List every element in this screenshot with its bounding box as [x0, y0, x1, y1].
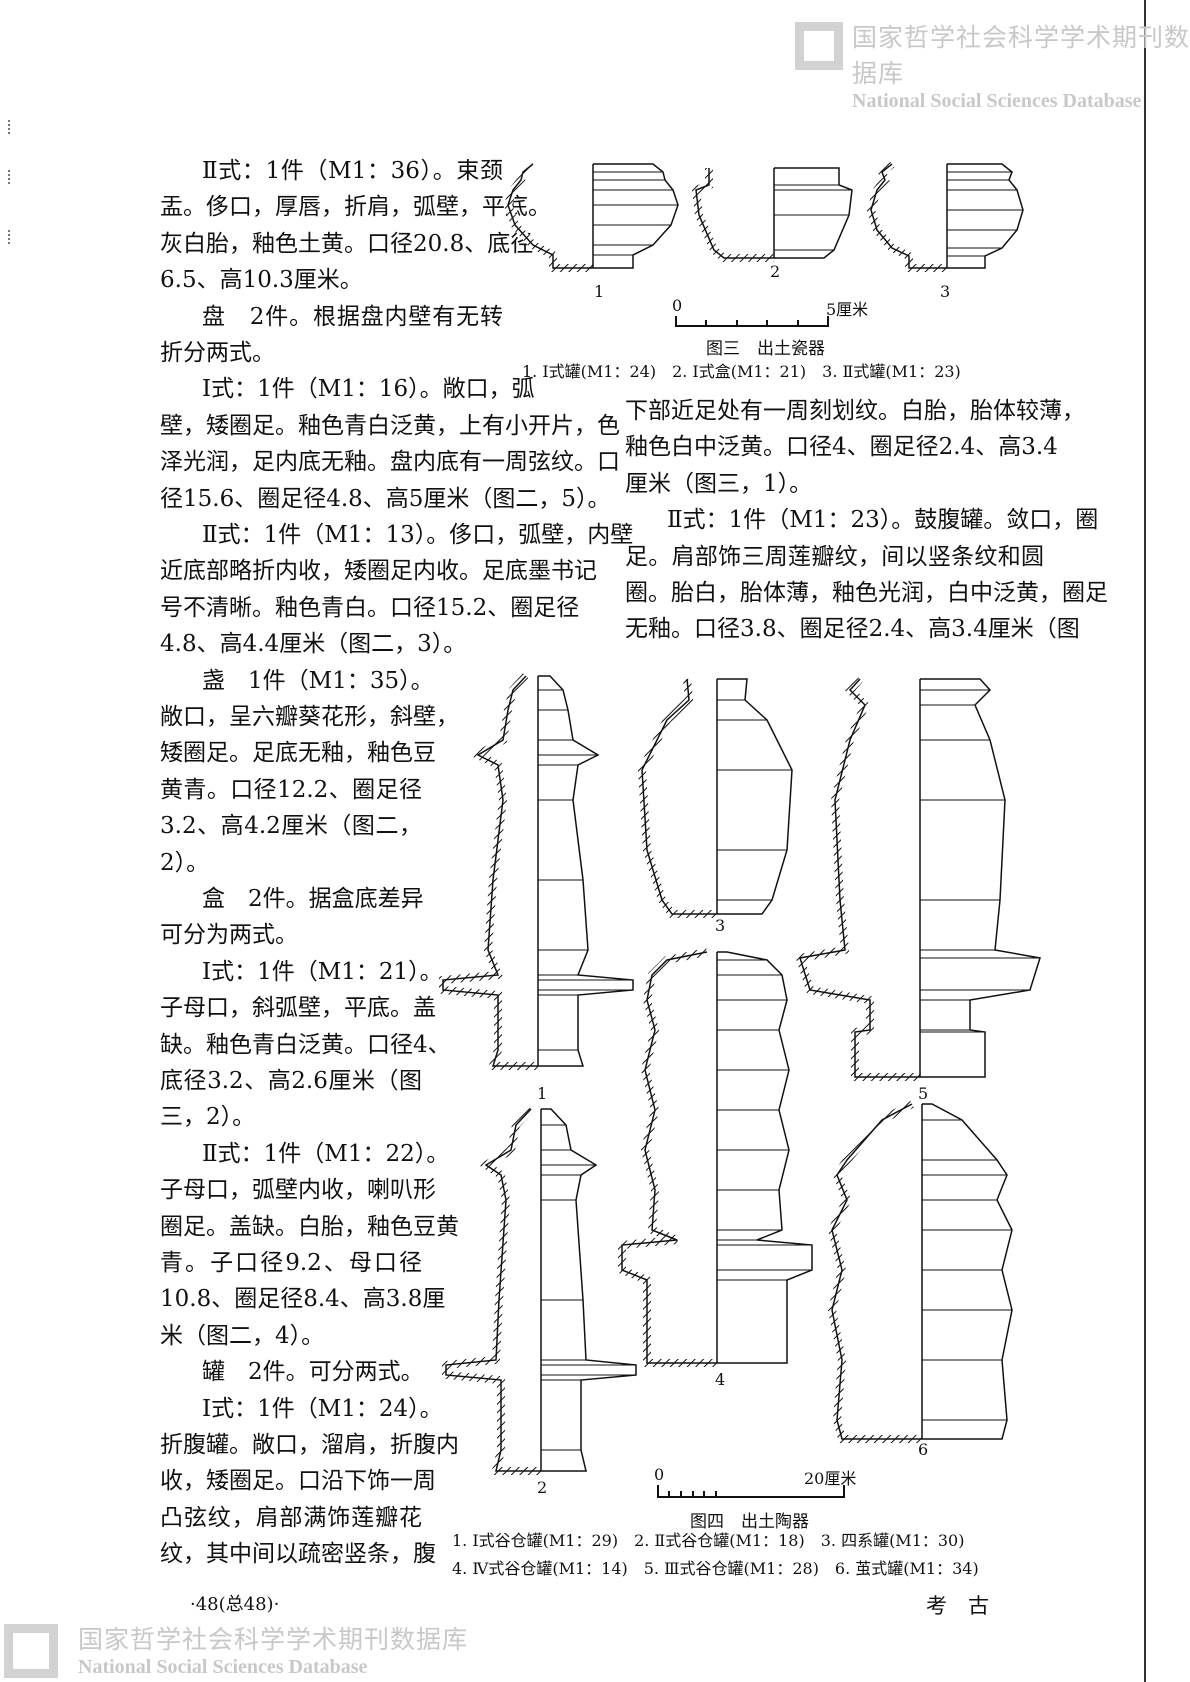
- paragraph-line: 收，矮圈足。口沿下饰一周: [160, 1468, 436, 1494]
- paragraph-line: 径15.6、圈足径4.8、高5厘米（图二，5）。: [160, 486, 611, 512]
- margin-mark: [8, 230, 12, 244]
- figure4-caption-line1: 1. Ⅰ式谷仓罐(M1：29) 2. Ⅱ式谷仓罐(M1：18) 3. 四系罐(M…: [452, 1531, 965, 1550]
- figure4-number: 4: [715, 1370, 726, 1389]
- figure4-vessel-5: [794, 676, 1041, 1081]
- paragraph-line: 足。肩部饰三周莲瓣纹，间以竖条纹和圆: [625, 544, 1044, 570]
- watermark-top: 国家哲学社会科学学术期刊数据库 National Social Sciences…: [852, 18, 1190, 113]
- paragraph-line: Ⅱ式：1件（M1：13）。侈口，弧壁，内壁: [202, 522, 634, 548]
- figure3-scale-bar: [675, 316, 829, 327]
- figure3-number: 2: [770, 262, 781, 281]
- paragraph-line: 子母口，弧壁内收，喇叭形: [160, 1177, 436, 1203]
- paragraph-line: 近底部略折内收，矮圈足内收。足底墨书记: [160, 558, 597, 584]
- figure3-number: 3: [940, 282, 951, 301]
- paragraph-line: 凸弦纹，肩部满饰莲瓣花: [160, 1505, 422, 1531]
- paragraph-line: 底径3.2、高2.6厘米（图: [160, 1068, 422, 1094]
- paragraph-line: 青。子口径9.2、母口径: [160, 1250, 422, 1276]
- figure4-vessel-1: [439, 673, 634, 1070]
- paragraph-line: 灰白胎，釉色土黄。口径20.8、底径: [160, 231, 534, 257]
- paragraph-line: 壁，矮圈足。釉色青白泛黄，上有小开片，色: [160, 413, 620, 439]
- figure4-number: 2: [537, 1478, 548, 1497]
- margin-mark: [8, 170, 12, 184]
- paragraph-line: 下部近足处有一周刻划纹。白胎，胎体较薄，: [625, 398, 1085, 424]
- paragraph-line: 可分为两式。: [160, 922, 298, 948]
- figure4-number: 3: [715, 916, 726, 935]
- paragraph-line: 釉色白中泛黄。口径4、圈足径2.4、高3.4: [625, 434, 1058, 460]
- paragraph-line: 3.2、高4.2厘米（图二，: [160, 813, 422, 839]
- paragraph-line: Ⅰ式：1件（M1：16）。敞口，弧: [202, 376, 535, 402]
- paragraph-line: 罐 2件。可分两式。: [202, 1359, 424, 1385]
- figure4-vessel-2: [442, 1106, 637, 1475]
- journal-name: 考 古: [926, 1594, 989, 1618]
- figure4-vessel-6: [827, 1100, 1013, 1443]
- figure4-number: 6: [918, 1440, 929, 1459]
- paragraph-line: 号不清晰。釉色青白。口径15.2、圈足径: [160, 595, 580, 621]
- figure3-vessel-2: [691, 167, 853, 262]
- figure4-caption-line2: 4. Ⅳ式谷仓罐(M1：14) 5. Ⅲ式谷仓罐(M1：28) 6. 茧式罐(M…: [452, 1559, 979, 1578]
- watermark-bottom: 国家哲学社会科学学术期刊数据库 National Social Sciences…: [78, 1620, 468, 1679]
- paragraph-line: 圈足。盖缺。白胎，釉色豆黄: [160, 1214, 459, 1240]
- figure4-scale-zero: 0: [654, 1465, 665, 1484]
- watermark-en: National Social Sciences Database: [78, 1656, 368, 1678]
- paragraph-line: Ⅰ式：1件（M1：21）。: [202, 959, 443, 985]
- figure4-number: 1: [537, 1084, 548, 1103]
- margin-mark: [8, 120, 12, 134]
- figure4-vessel-3: [637, 678, 793, 918]
- paragraph-line: 2）。: [160, 850, 210, 876]
- figure4-scale-bar: [657, 1485, 845, 1498]
- paragraph-line: 6.5、高10.3厘米。: [160, 267, 363, 293]
- figure4-title: 图四 出土陶器: [690, 1512, 809, 1532]
- page-edge-line: [1144, 0, 1146, 1682]
- figure3-scale-zero: 0: [672, 296, 683, 315]
- paragraph-line: 折分两式。: [160, 340, 275, 366]
- watermark-en: National Social Sciences Database: [852, 90, 1142, 112]
- paragraph-line: 盂。侈口，厚唇，折肩，弧壁，平底。: [160, 194, 551, 220]
- figure3-vessel-1: [503, 160, 679, 272]
- paragraph-line: Ⅱ式：1件（M1：23）。鼓腹罐。敛口，圈: [667, 507, 1099, 533]
- paragraph-line: 无釉。口径3.8、圈足径2.4、高3.4厘米（图: [625, 616, 1080, 642]
- database-logo-icon: [4, 1624, 58, 1678]
- database-logo-icon: [795, 22, 843, 70]
- paragraph-line: 矮圈足。足底无釉，釉色豆: [160, 740, 436, 766]
- figure4-number: 5: [918, 1084, 929, 1103]
- paragraph-line: 敞口，呈六瓣葵花形，斜壁，: [160, 704, 459, 730]
- figure3-title: 图三 出土瓷器: [706, 339, 825, 359]
- paragraph-line: 缺。釉色青白泛黄。口径4、: [160, 1032, 451, 1058]
- paragraph-line: 子母口，斜弧壁，平底。盖: [160, 995, 436, 1021]
- paragraph-line: 黄青。口径12.2、圈足径: [160, 777, 422, 803]
- page-number: ·48(总48)·: [190, 1594, 280, 1615]
- paragraph-line: Ⅱ式：1件（M1：22）。: [202, 1141, 450, 1167]
- figure3-number: 1: [594, 282, 605, 301]
- paragraph-line: 泽光润，足内底无釉。盘内底有一周弦纹。口: [160, 449, 620, 475]
- figure4-scale-end: 20厘米: [804, 1469, 857, 1488]
- paragraph-line: 10.8、圈足径8.4、高3.8厘: [160, 1286, 446, 1312]
- paragraph-line: Ⅰ式：1件（M1：24）。: [202, 1396, 443, 1422]
- paragraph-line: 厘米（图三，1）。: [625, 471, 813, 497]
- paragraph-line: 盘 2件。根据盘内壁有无转: [202, 304, 503, 330]
- paragraph-line: 盏 1件（M1：35）。: [202, 668, 434, 694]
- paragraph-line: 盒 2件。据盒底差异: [202, 886, 424, 912]
- figure3-scale-end: 5厘米: [826, 300, 869, 319]
- paragraph-line: 纹，其中间以疏密竖条，腹: [160, 1541, 436, 1567]
- paragraph-line: 4.8、高4.4厘米（图二，3）。: [160, 631, 467, 657]
- paragraph-line: Ⅱ式：1件（M1：36）。束颈: [202, 158, 503, 184]
- paragraph-line: 米（图二，4）。: [160, 1323, 325, 1349]
- figure4-vessel-4: [618, 948, 813, 1367]
- watermark-cn: 国家哲学社会科学学术期刊数据库: [852, 25, 1190, 88]
- figure3-vessel-3: [866, 160, 1024, 272]
- paragraph-line: 三，2）。: [160, 1104, 256, 1130]
- watermark-cn: 国家哲学社会科学学术期刊数据库: [78, 1627, 469, 1654]
- paragraph-line: 折腹罐。敞口，溜肩，折腹内: [160, 1432, 459, 1458]
- figure3-caption: 1. Ⅰ式罐(M1：24) 2. Ⅰ式盒(M1：21) 3. Ⅱ式罐(M1：23…: [522, 362, 961, 381]
- paragraph-line: 圈。胎白，胎体薄，釉色光润，白中泛黄，圈足: [625, 580, 1108, 606]
